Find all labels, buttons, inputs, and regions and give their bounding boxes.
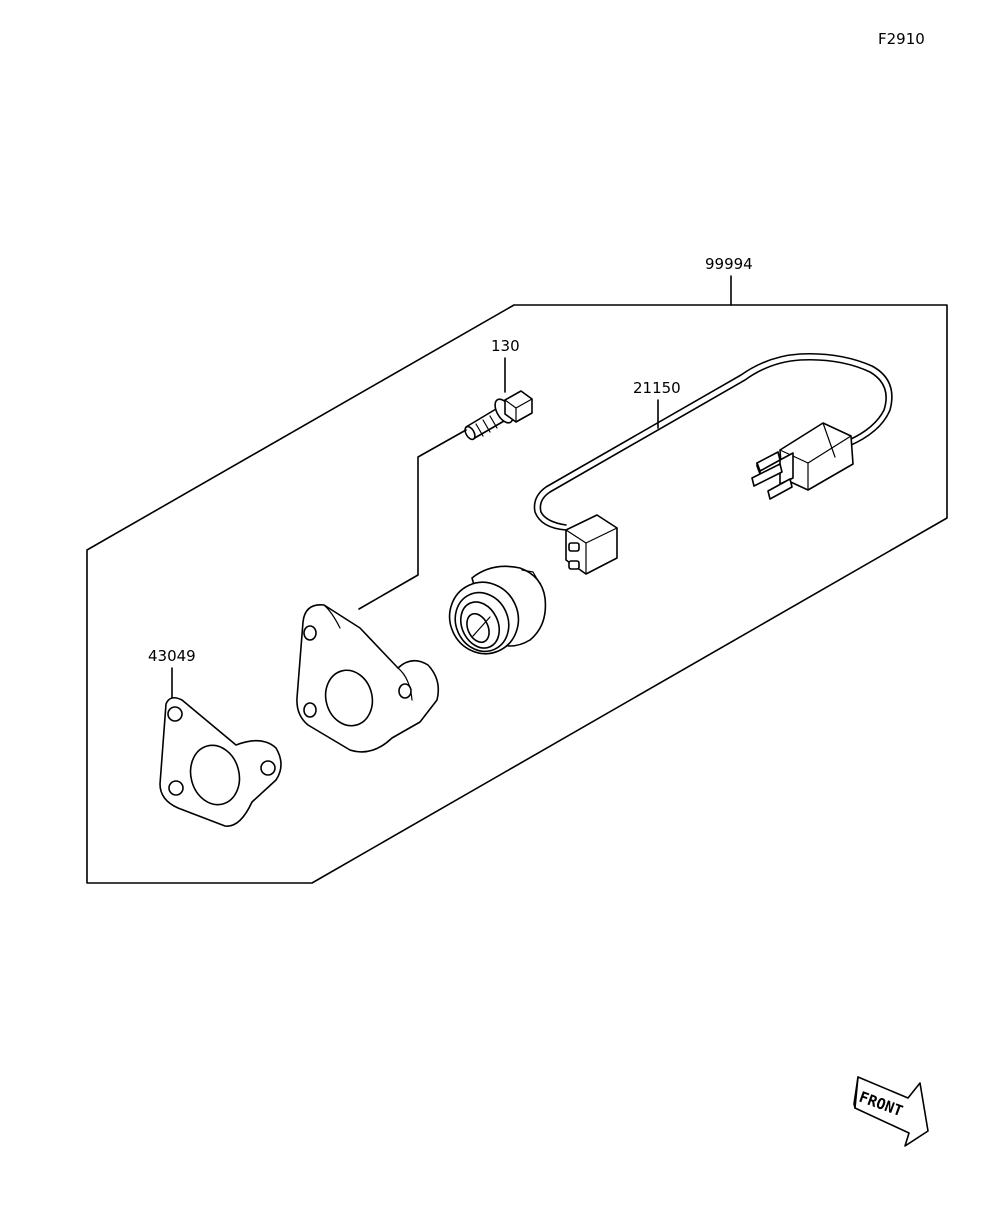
bolt-guide-line xyxy=(358,429,467,610)
figure-code: F2910 xyxy=(878,30,925,48)
gasket-43049 xyxy=(159,696,282,827)
part-label-99994: 99994 xyxy=(705,255,753,273)
sensor-housing xyxy=(296,604,440,753)
part-label-21150: 21150 xyxy=(633,379,681,397)
thermo-switch xyxy=(448,565,547,655)
wire-harness-21150 xyxy=(533,352,893,575)
part-label-43049: 43049 xyxy=(148,647,196,665)
front-direction-badge: FRONT xyxy=(853,1076,929,1147)
kit-outline xyxy=(86,304,948,884)
part-label-130: 130 xyxy=(491,337,520,355)
bolt-130 xyxy=(464,390,533,441)
